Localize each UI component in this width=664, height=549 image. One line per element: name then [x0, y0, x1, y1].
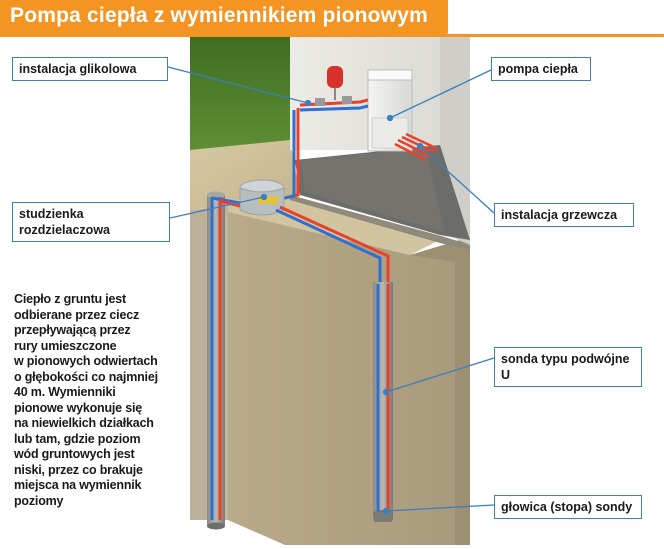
expansion-tank: [327, 66, 343, 88]
foundation-edge: [290, 195, 470, 250]
label-heat-pump: pompa ciepła: [491, 57, 591, 81]
label-distribution-well: studzienka rozdzielaczowa: [12, 202, 170, 242]
label-heating-installation: instalacja grzewcza: [494, 203, 634, 227]
callout-heat-pump: [389, 69, 492, 119]
callout-heating: [419, 145, 495, 214]
callout-head: [385, 504, 495, 512]
manifold: [258, 196, 278, 204]
house-floor-top: [300, 148, 445, 232]
callout-glycol: [167, 66, 309, 104]
title-rule: [0, 34, 664, 37]
callout-probe: [385, 357, 495, 393]
callout-well: [169, 196, 265, 219]
pipe-to-left-bore-cold: [211, 196, 241, 205]
borehole-left: [207, 195, 225, 525]
pipe-to-left-bore-hot: [219, 199, 241, 208]
borehole-right: [373, 282, 393, 520]
earth-block-front: [228, 212, 470, 545]
earth-block-side: [410, 237, 470, 545]
page-title: Pompa ciepła z wymiennikiem pionowym: [10, 4, 428, 27]
label-glycol-installation: instalacja glikolowa: [12, 57, 168, 81]
title-banner: Pompa ciepła z wymiennikiem pionowym: [0, 0, 448, 36]
pipe-to-right-bore-cold: [275, 208, 382, 285]
indoor-pipe-cold: [299, 104, 369, 112]
description-text: Ciepło z gruntu jest odbierane przez cie…: [14, 292, 158, 508]
heat-pump-top: [367, 69, 413, 81]
pipe-to-right-bore-hot: [279, 205, 390, 285]
label-probe-head: głowica (stopa) sondy: [494, 495, 642, 519]
house-wall-back: [290, 37, 440, 150]
label-probe: sonda typu podwójne U: [494, 347, 642, 387]
